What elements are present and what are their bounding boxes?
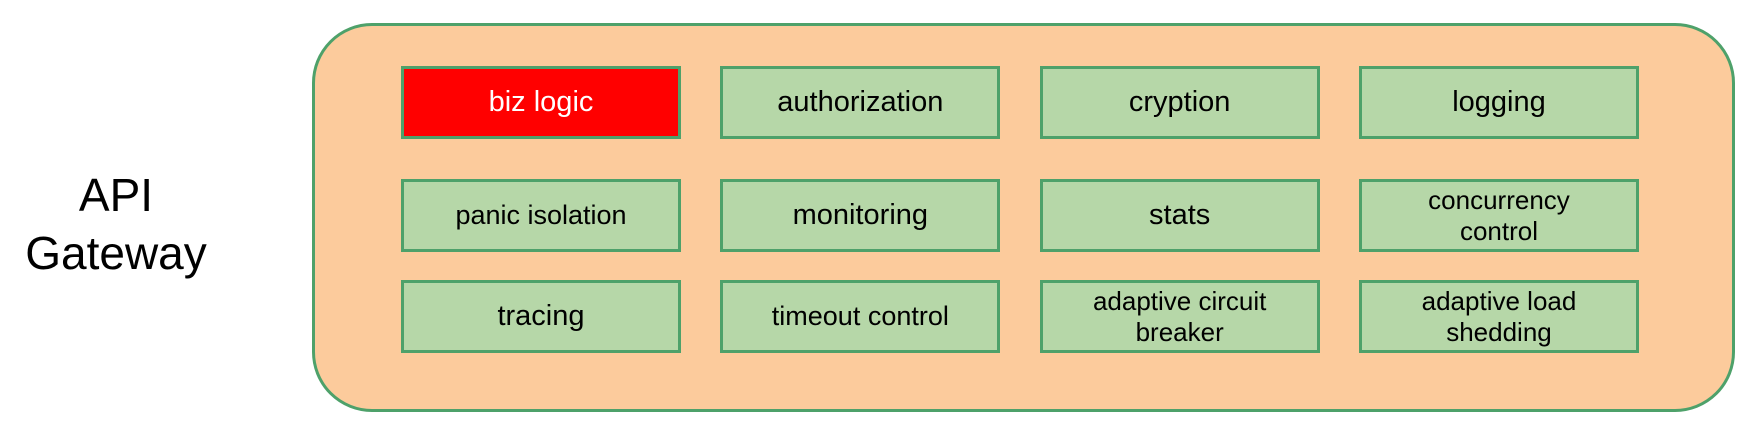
box-monitoring: monitoring	[720, 179, 1001, 252]
box-adaptive-load-shedding: adaptive load shedding	[1358, 280, 1639, 353]
box-biz-logic: biz logic	[401, 66, 681, 139]
box-panic-isolation: panic isolation	[401, 179, 681, 252]
feature-row-2: panic isolation monitoring stats concurr…	[401, 179, 1639, 252]
box-adaptive-circuit-breaker: adaptive circuit breaker	[1039, 280, 1320, 353]
box-cryption: cryption	[1039, 66, 1320, 139]
gateway-container: biz logic authorization cryption logging…	[312, 23, 1735, 412]
box-authorization: authorization	[720, 66, 1001, 139]
box-tracing: tracing	[401, 280, 681, 353]
box-stats: stats	[1039, 179, 1320, 252]
feature-row-3: tracing timeout control adaptive circuit…	[401, 280, 1639, 353]
api-gateway-title: API Gateway	[25, 169, 207, 279]
box-concurrency-control: concurrency control	[1358, 179, 1639, 252]
box-timeout-control: timeout control	[720, 280, 1001, 353]
box-logging: logging	[1358, 66, 1639, 139]
feature-row-1: biz logic authorization cryption logging	[401, 66, 1639, 139]
